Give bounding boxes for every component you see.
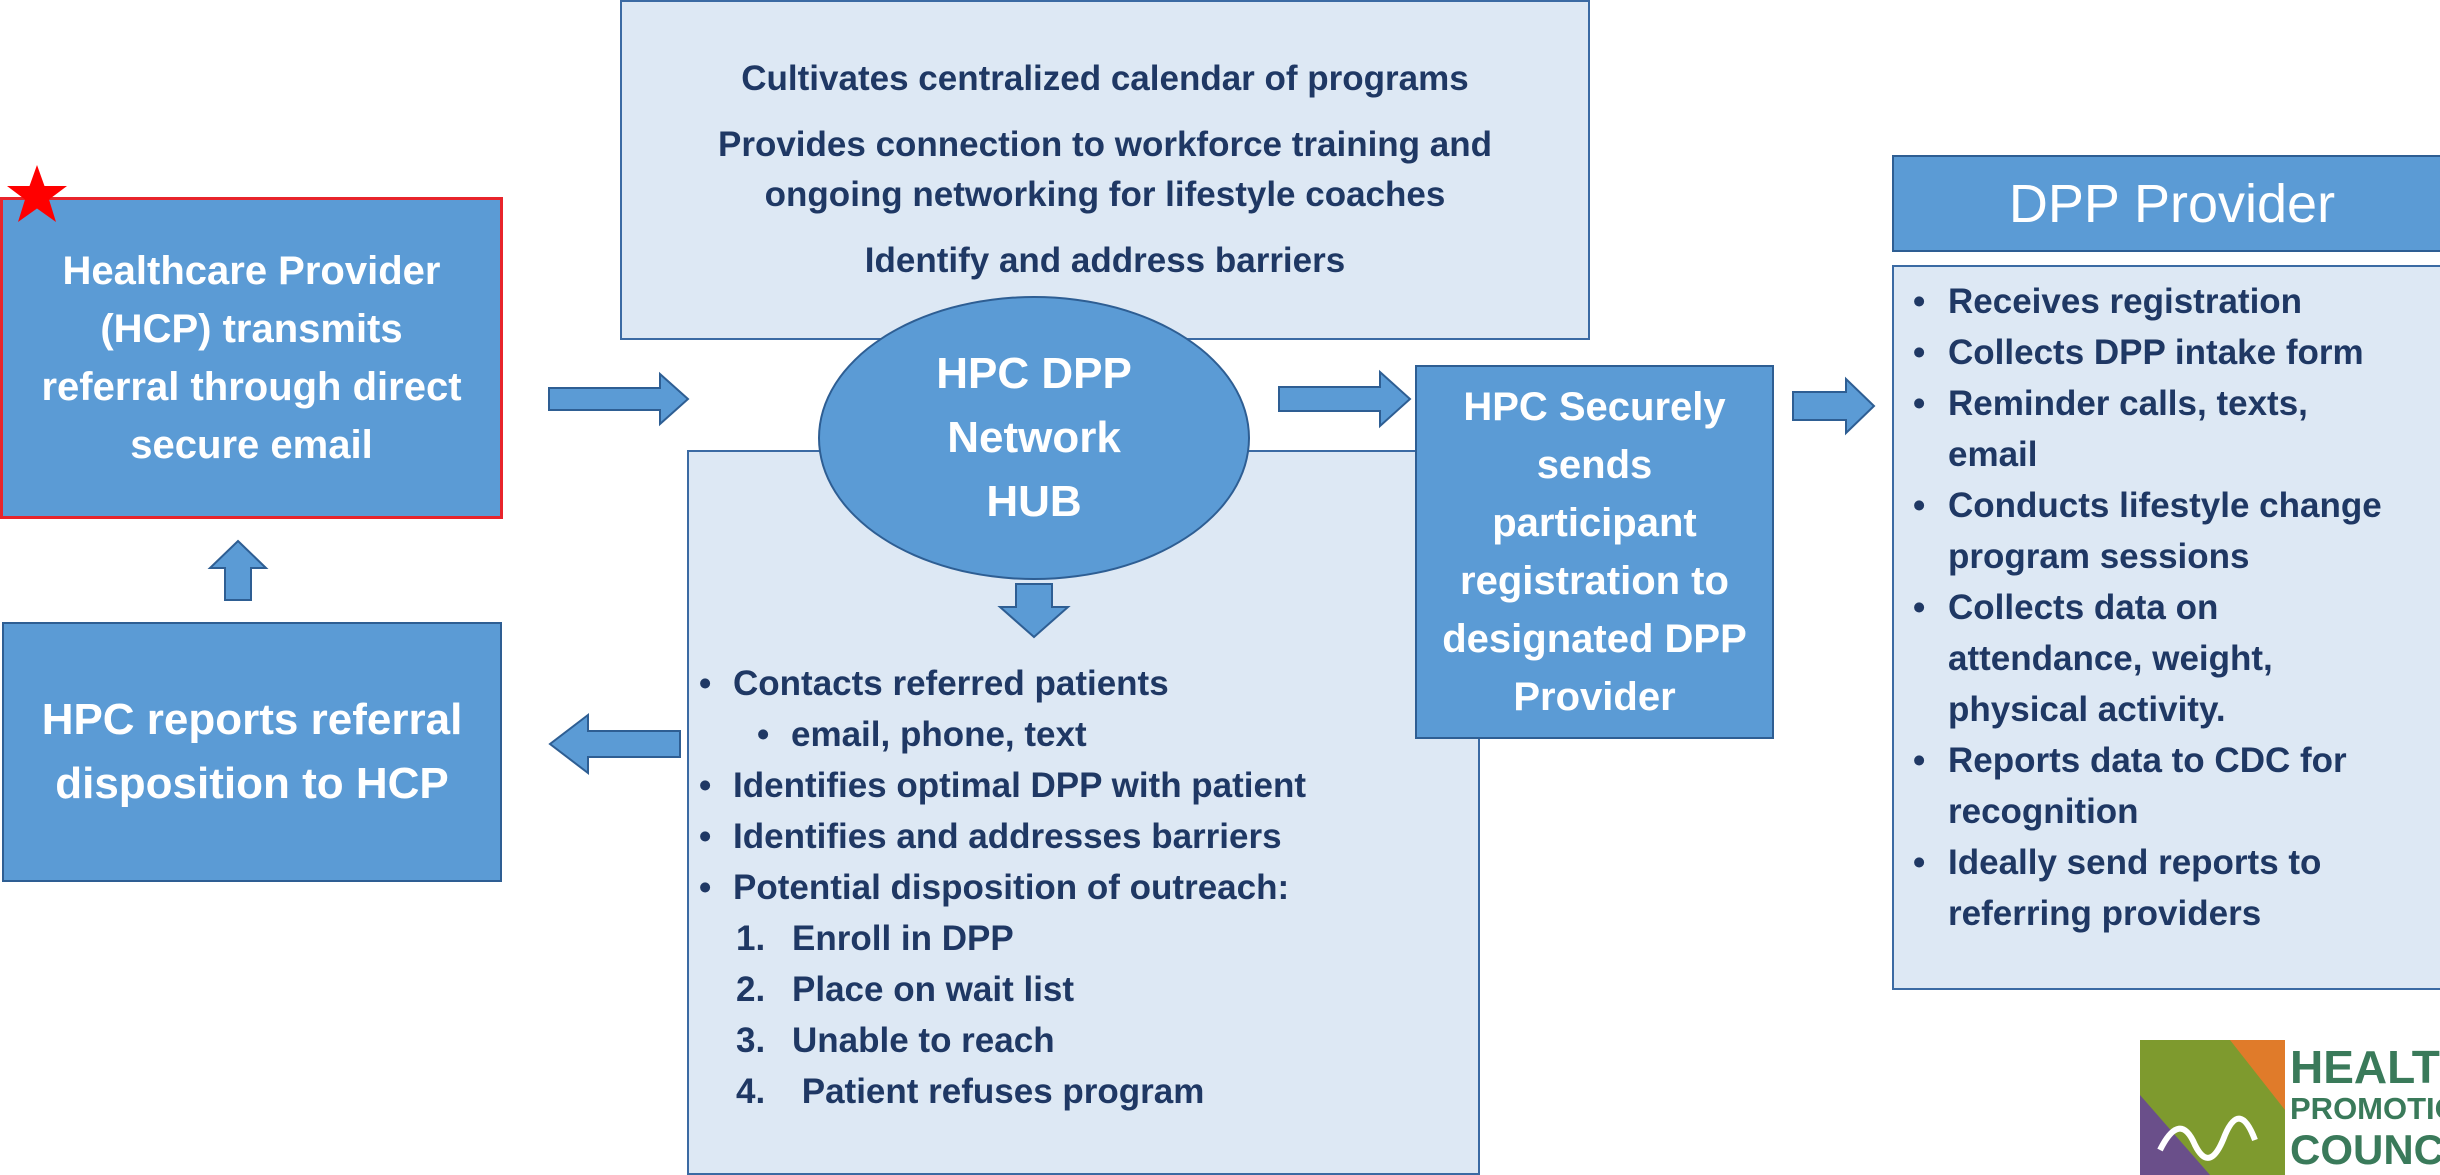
list-item: •Reminder calls, texts,email [1913, 384, 2308, 474]
reports-line-1: HPC reports referral [41, 695, 463, 744]
arrow-right-icon [548, 371, 690, 427]
numbered-item-text: Patient refuses program [792, 1072, 1205, 1111]
dpp-provider-list: •Receives registration •Collects DPP int… [1905, 276, 2440, 939]
arrow-left-icon [548, 712, 681, 776]
hub-line-1: HPC DPP [936, 349, 1132, 398]
hpc-logo-mark-icon: hpc [2140, 1040, 2285, 1175]
hcp-line-4: secure email [130, 423, 373, 467]
dpp-provider-header: DPP Provider [1892, 155, 2440, 252]
numbered-item-text: Enroll in DPP [792, 919, 1014, 958]
hcp-line-3: referral through direct [41, 365, 462, 409]
send-line-1: HPC Securely [1463, 385, 1726, 429]
logo-mark-label: hpc [2178, 1080, 2180, 1081]
list-item-text: Identifies and addresses barriers [733, 817, 1282, 856]
list-item: •Identifies optimal DPP with patient [699, 766, 1307, 805]
send-line-2: sends [1536, 443, 1653, 487]
logo-line-council: COUNCIL [2290, 1128, 2440, 1172]
secure-send-box: HPC Securely sends participant registrat… [1415, 365, 1774, 739]
network-hub-ellipse: HPC DPP Network HUB [818, 296, 1250, 580]
item-number: 2. [736, 970, 766, 1009]
health-promotion-council-logo: hpc HEALTH PROMOTION COUNCIL [2140, 1040, 2440, 1175]
arrow-down-icon [997, 583, 1071, 639]
reports-line-2: disposition to HCP [55, 759, 449, 808]
numbered-item-text: Unable to reach [792, 1021, 1055, 1060]
hub-services-box: Cultivates centralized calendar of progr… [620, 0, 1590, 340]
reports-text: HPC reports referral disposition to HCP [42, 688, 463, 816]
list-item: •Potential disposition of outreach: [699, 868, 1290, 907]
list-item-text: Potential disposition of outreach: [733, 868, 1290, 907]
star-icon [7, 165, 67, 222]
logo-wordmark: HEALTH PROMOTION COUNCIL [2290, 1040, 2440, 1175]
logo-line-health: HEALTH [2290, 1044, 2440, 1090]
item-number: 3. [736, 1021, 766, 1060]
list-item: •Contacts referred patients [699, 664, 1169, 703]
hcp-line-2: (HCP) transmits [100, 307, 403, 351]
list-item-text: Ideally send reports to [1948, 843, 2322, 882]
list-item-text: Collects DPP intake form [1948, 333, 2364, 372]
dpp-provider-box [1892, 265, 2440, 990]
reports-disposition-box: HPC reports referral disposition to HCP [2, 622, 502, 882]
top-line-training-b: ongoing networking for lifestyle coaches [764, 175, 1446, 214]
list-item-text: Reminder calls, texts, [1948, 384, 2308, 423]
logo-line-promotion: PROMOTION [2290, 1091, 2440, 1126]
top-line-calendar: Cultivates centralized calendar of progr… [741, 59, 1469, 98]
list-item-text: Receives registration [1948, 282, 2303, 321]
list-item-text-cont: recognition [1948, 792, 2139, 831]
top-line-barriers: Identify and address barriers [864, 241, 1346, 280]
list-item-text-cont: physical activity. [1948, 690, 2226, 729]
top-line-training-a: Provides connection to workforce trainin… [718, 125, 1492, 164]
list-item-text: Reports data to CDC for [1948, 741, 2347, 780]
send-line-5: designated DPP [1442, 617, 1747, 661]
hub-line-2: Network [947, 413, 1121, 462]
item-number: 1. [736, 919, 766, 958]
numbered-item: 2. Place on wait list [695, 964, 1475, 1015]
list-item-text: Conducts lifestyle change [1948, 486, 2382, 525]
hcp-text: Healthcare Provider (HCP) transmits refe… [41, 242, 461, 474]
list-item-text: Identifies optimal DPP with patient [733, 766, 1307, 805]
list-item-text-cont: program sessions [1948, 537, 2250, 576]
numbered-item-text: Place on wait list [792, 970, 1075, 1009]
send-line-4: registration to [1460, 559, 1729, 603]
hub-text: HPC DPP Network HUB [936, 342, 1132, 534]
dpp-provider-title: DPP Provider [2008, 173, 2336, 234]
list-item: •Identifies and addresses barriers [699, 817, 1282, 856]
list-item-text-cont: referring providers [1948, 894, 2262, 933]
arrow-right-icon [1792, 376, 1876, 436]
hcp-line-1: Healthcare Provider [62, 249, 441, 293]
list-item-text-cont: attendance, weight, [1948, 639, 2273, 678]
arrow-up-icon [207, 539, 269, 601]
list-item: •Receives registration [1913, 282, 2303, 321]
send-line-3: participant [1492, 501, 1697, 545]
list-item-text: Contacts referred patients [733, 664, 1169, 703]
send-text: HPC Securely sends participant registrat… [1442, 378, 1747, 726]
send-line-6: Provider [1513, 675, 1676, 719]
list-item: •Collects DPP intake form [1913, 333, 2364, 372]
arrow-right-icon [1278, 369, 1412, 429]
numbered-item: 4. Patient refuses program [695, 1066, 1475, 1117]
list-item-text-cont: email [1948, 435, 2038, 474]
list-item-text: Collects data on [1948, 588, 2219, 627]
numbered-item: 1. Enroll in DPP [695, 913, 1475, 964]
hub-line-3: HUB [986, 477, 1082, 526]
numbered-item: 3. Unable to reach [695, 1015, 1475, 1066]
outreach-list: •Contacts referred patients •email, phon… [695, 658, 1475, 1117]
item-number: 4. [736, 1072, 766, 1111]
list-item-text: email, phone, text [791, 715, 1087, 754]
healthcare-provider-box: Healthcare Provider (HCP) transmits refe… [0, 197, 503, 519]
list-item: •email, phone, text [757, 715, 1087, 754]
